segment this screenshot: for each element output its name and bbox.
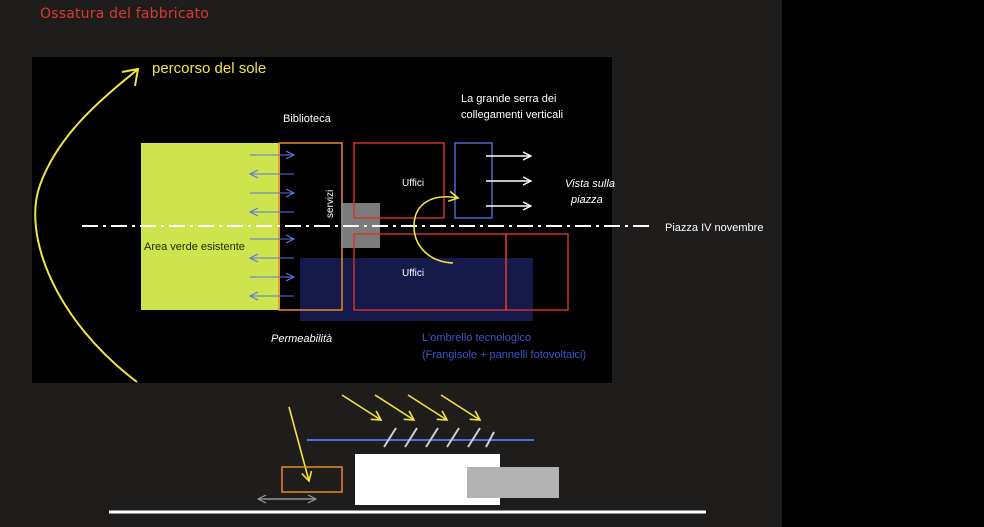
louver: [446, 427, 460, 448]
slide-title: Ossatura del fabbricato: [40, 6, 210, 22]
sun-ray-arrow: [407, 394, 449, 421]
greenhouse-label-line1: La grande serra dei: [461, 93, 556, 105]
section-grey-block: [467, 467, 559, 498]
sun-ray-arrow: [341, 394, 383, 421]
offices-top-label: Uffici: [402, 178, 424, 189]
sun-ray-arrow: [288, 406, 313, 483]
permeability-label: Permeabilità: [271, 333, 332, 345]
offices-top-block: [353, 142, 445, 219]
offices-bottom-label: Uffici: [402, 268, 424, 279]
sun-path-curve: [34, 69, 138, 383]
sun-path-label: percorso del sole: [152, 60, 266, 77]
louver: [383, 427, 397, 448]
vertical-connection-curve: [413, 190, 460, 264]
services-label: servizi: [325, 190, 336, 218]
sun-path-arrowhead: [121, 67, 140, 87]
umbrella-label-line1: L'ombrello tecnologico: [422, 332, 531, 344]
section-library-block: [281, 466, 343, 493]
umbrella-label-line2: (Frangisole + pannelli fotovoltaici): [422, 349, 586, 361]
louver: [404, 427, 418, 448]
view-label-line2: piazza: [570, 194, 603, 206]
library-label: Biblioteca: [283, 113, 332, 125]
right-black-margin: [782, 0, 984, 527]
greenhouse-label-line2: collegamenti verticali: [461, 109, 563, 121]
view-label-line1: Vista sulla: [565, 178, 615, 190]
sun-ray-arrow: [440, 394, 482, 421]
piazza-label: Piazza IV novembre: [665, 222, 763, 234]
green-area-label: Area verde esistente: [144, 241, 245, 253]
offices-bottom-annex: [505, 233, 569, 311]
louver: [485, 431, 495, 448]
sun-ray-arrow: [374, 394, 416, 421]
louver: [467, 427, 481, 448]
louver: [425, 427, 439, 448]
plan-diagram-background: [32, 57, 612, 383]
